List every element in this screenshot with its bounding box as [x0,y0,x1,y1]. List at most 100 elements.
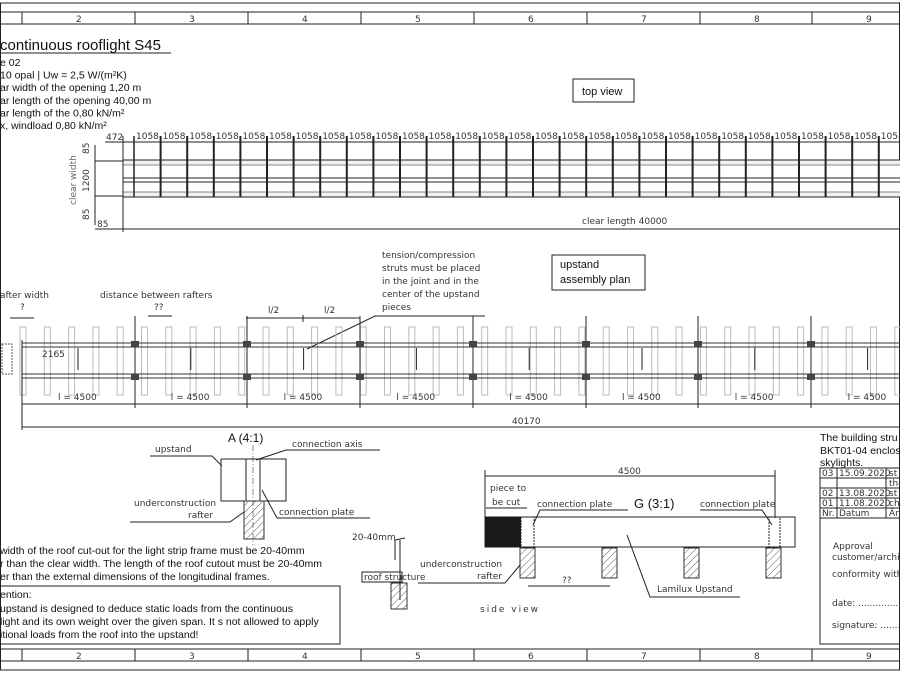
revision-text: Än [889,508,900,519]
segment-dim: 1058 [615,132,638,142]
piece-label-2: be cut [492,498,521,508]
spec-line: ar width of the opening 1,20 m [0,82,142,94]
upstand-label-side: Lamilux Upstand [657,585,733,595]
column-number: 4 [302,652,308,662]
segment-dim: 1058 [641,132,664,142]
span-label: l = 4500 [58,393,97,403]
title-block: The building stru BKT01-04 enclos skylig… [819,432,900,645]
segment-dim: 1058 [774,132,797,142]
revision-date: 13.08.2020 [839,489,891,499]
detail-a-title: A (4:1) [228,431,263,445]
top-left-dim: 85 [97,220,108,230]
segment-dim: 1058 [508,132,531,142]
segment-dim: 1058 [748,132,771,142]
segment-dim: 1058 [881,132,900,142]
segment-dim: 1058 [588,132,611,142]
half-l-2: l/2 [324,306,335,316]
top-dim-1200: 1200 [82,169,92,192]
spec-line: ar length of the opening 40,00 m [0,95,151,107]
rafter-width-q: ? [20,303,25,313]
column-number: 6 [528,15,534,25]
rafter-label: rafter [188,511,213,521]
segment-dim: 1058 [721,132,744,142]
cutout-text-2: r than the clear width. The length of th… [0,558,322,570]
cutout-text-1: width of the roof cut-out for the light … [0,545,305,557]
revision-text: st [889,489,898,499]
spec-line: x, windload 0,80 kN/m² [0,120,107,132]
underconstruction-label: underconstruction [134,499,216,509]
column-number: 3 [189,652,195,662]
span-label: l = 4500 [622,393,661,403]
segment-dim: 1058 [349,132,372,142]
column-number: 9 [866,15,872,25]
column-number: 2 [76,15,82,25]
strut-note-line: in the joint and in the [382,277,479,287]
side-rafter: rafter [477,572,502,582]
span-label: l = 4500 [396,393,435,403]
segment-dim: 1058 [216,132,239,142]
top-view-label: top view [582,86,622,98]
segment-dim: 1058 [535,132,558,142]
segment-dim: 1058 [562,132,585,142]
detail-g-title: G (3:1) [634,496,674,511]
segment-dim: 1058 [375,132,398,142]
segment-dim: 1058 [455,132,478,142]
segment-dim: 1058 [163,132,186,142]
segment-dim: 1058 [189,132,212,142]
plate-left-label: connection plate [537,500,613,510]
upstand-assembly-plan [1,315,900,430]
assembly-label-2: assembly plan [560,274,630,286]
spec-line: ar length of the 0,80 kN/m² [0,107,125,119]
span-label: l = 4500 [171,393,210,403]
segment-dim: 1058 [668,132,691,142]
strut-note-line: pieces [382,303,411,313]
assembly-label-1: upstand [560,259,599,271]
strut-note-line: tension/compression [382,251,475,261]
column-number: 8 [754,652,760,662]
column-number: 2 [76,652,82,662]
span-label: l = 4500 [509,393,548,403]
span-label: l = 4500 [848,393,887,403]
offset-dim: 2165 [42,350,65,360]
segment-dim: 1058 [801,132,824,142]
attention-line-2: light and its own weight over the given … [0,616,319,628]
column-number: 5 [415,15,421,25]
drawing-title: continuous rooflight S45 [0,37,161,54]
tb-note-3: skylights. [820,457,863,469]
tb-note-2: BKT01-04 enclos [820,445,900,457]
column-number: 6 [528,652,534,662]
revision-text: cha [889,499,900,509]
segment-dim: 1058 [136,132,159,142]
spec-line: e 02 [0,57,21,69]
approval-date: date: ................... [832,599,900,609]
span-label: l = 4500 [735,393,774,403]
segment-dim: 1058 [322,132,345,142]
upstand-label: upstand [155,445,192,455]
total-length: 40170 [512,417,541,427]
revision-nr: 02 [822,489,833,499]
segment-dim: 1058 [242,132,265,142]
segment-dim: 1058 [482,132,505,142]
revision-nr: 01 [822,499,833,509]
column-number: 7 [641,652,647,662]
revision-table: 0315.09.2020stthe0213.08.2020st0111.08.2… [820,468,900,519]
strut-note-line: center of the upstand [382,290,480,300]
approval-customer: customer/architect/ [832,553,900,563]
distance-label: distance between rafters [100,291,213,301]
revision-text: st [889,469,898,479]
revision-nr: Nr. [822,509,834,519]
revision-date: 11.08.2020 [839,499,891,509]
revision-text: the [889,479,900,489]
strut-note: tension/compression struts must be place… [382,251,480,313]
rafter-width-label: after width [0,291,49,301]
attention-line-3: itional loads from the roof into the ups… [0,629,198,641]
connection-axis-label: connection axis [292,440,363,450]
span-labels: l = 4500 l = 4500 l = 4500 l = 4500 l = 4500… [58,393,887,403]
side-underconstruction: underconstruction [420,560,502,570]
rafter-spacing: ?? [562,576,572,586]
